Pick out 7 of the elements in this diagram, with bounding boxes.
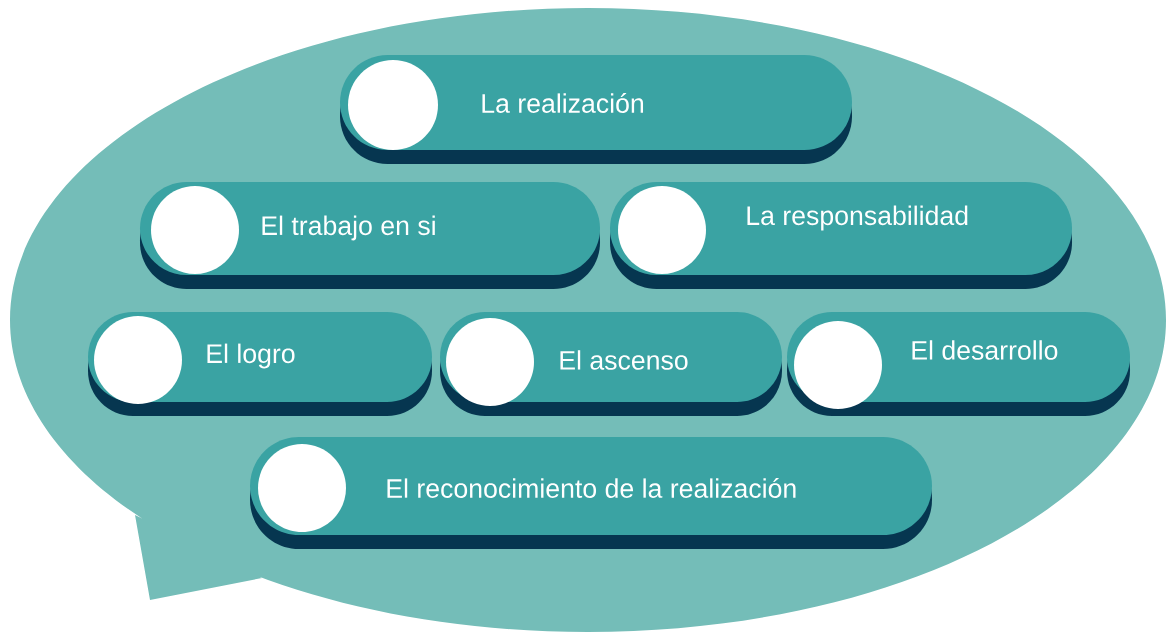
pill-box: La responsabilidad bbox=[610, 182, 1072, 289]
pill-box: El trabajo en si bbox=[140, 182, 600, 289]
pill-box: El desarrollo bbox=[787, 312, 1130, 416]
pill-box: El reconocimiento de la realización bbox=[250, 437, 932, 549]
pill-box: La realización bbox=[340, 55, 852, 164]
pill-box: El logro bbox=[88, 312, 432, 416]
pill-box: El ascenso bbox=[440, 312, 782, 416]
